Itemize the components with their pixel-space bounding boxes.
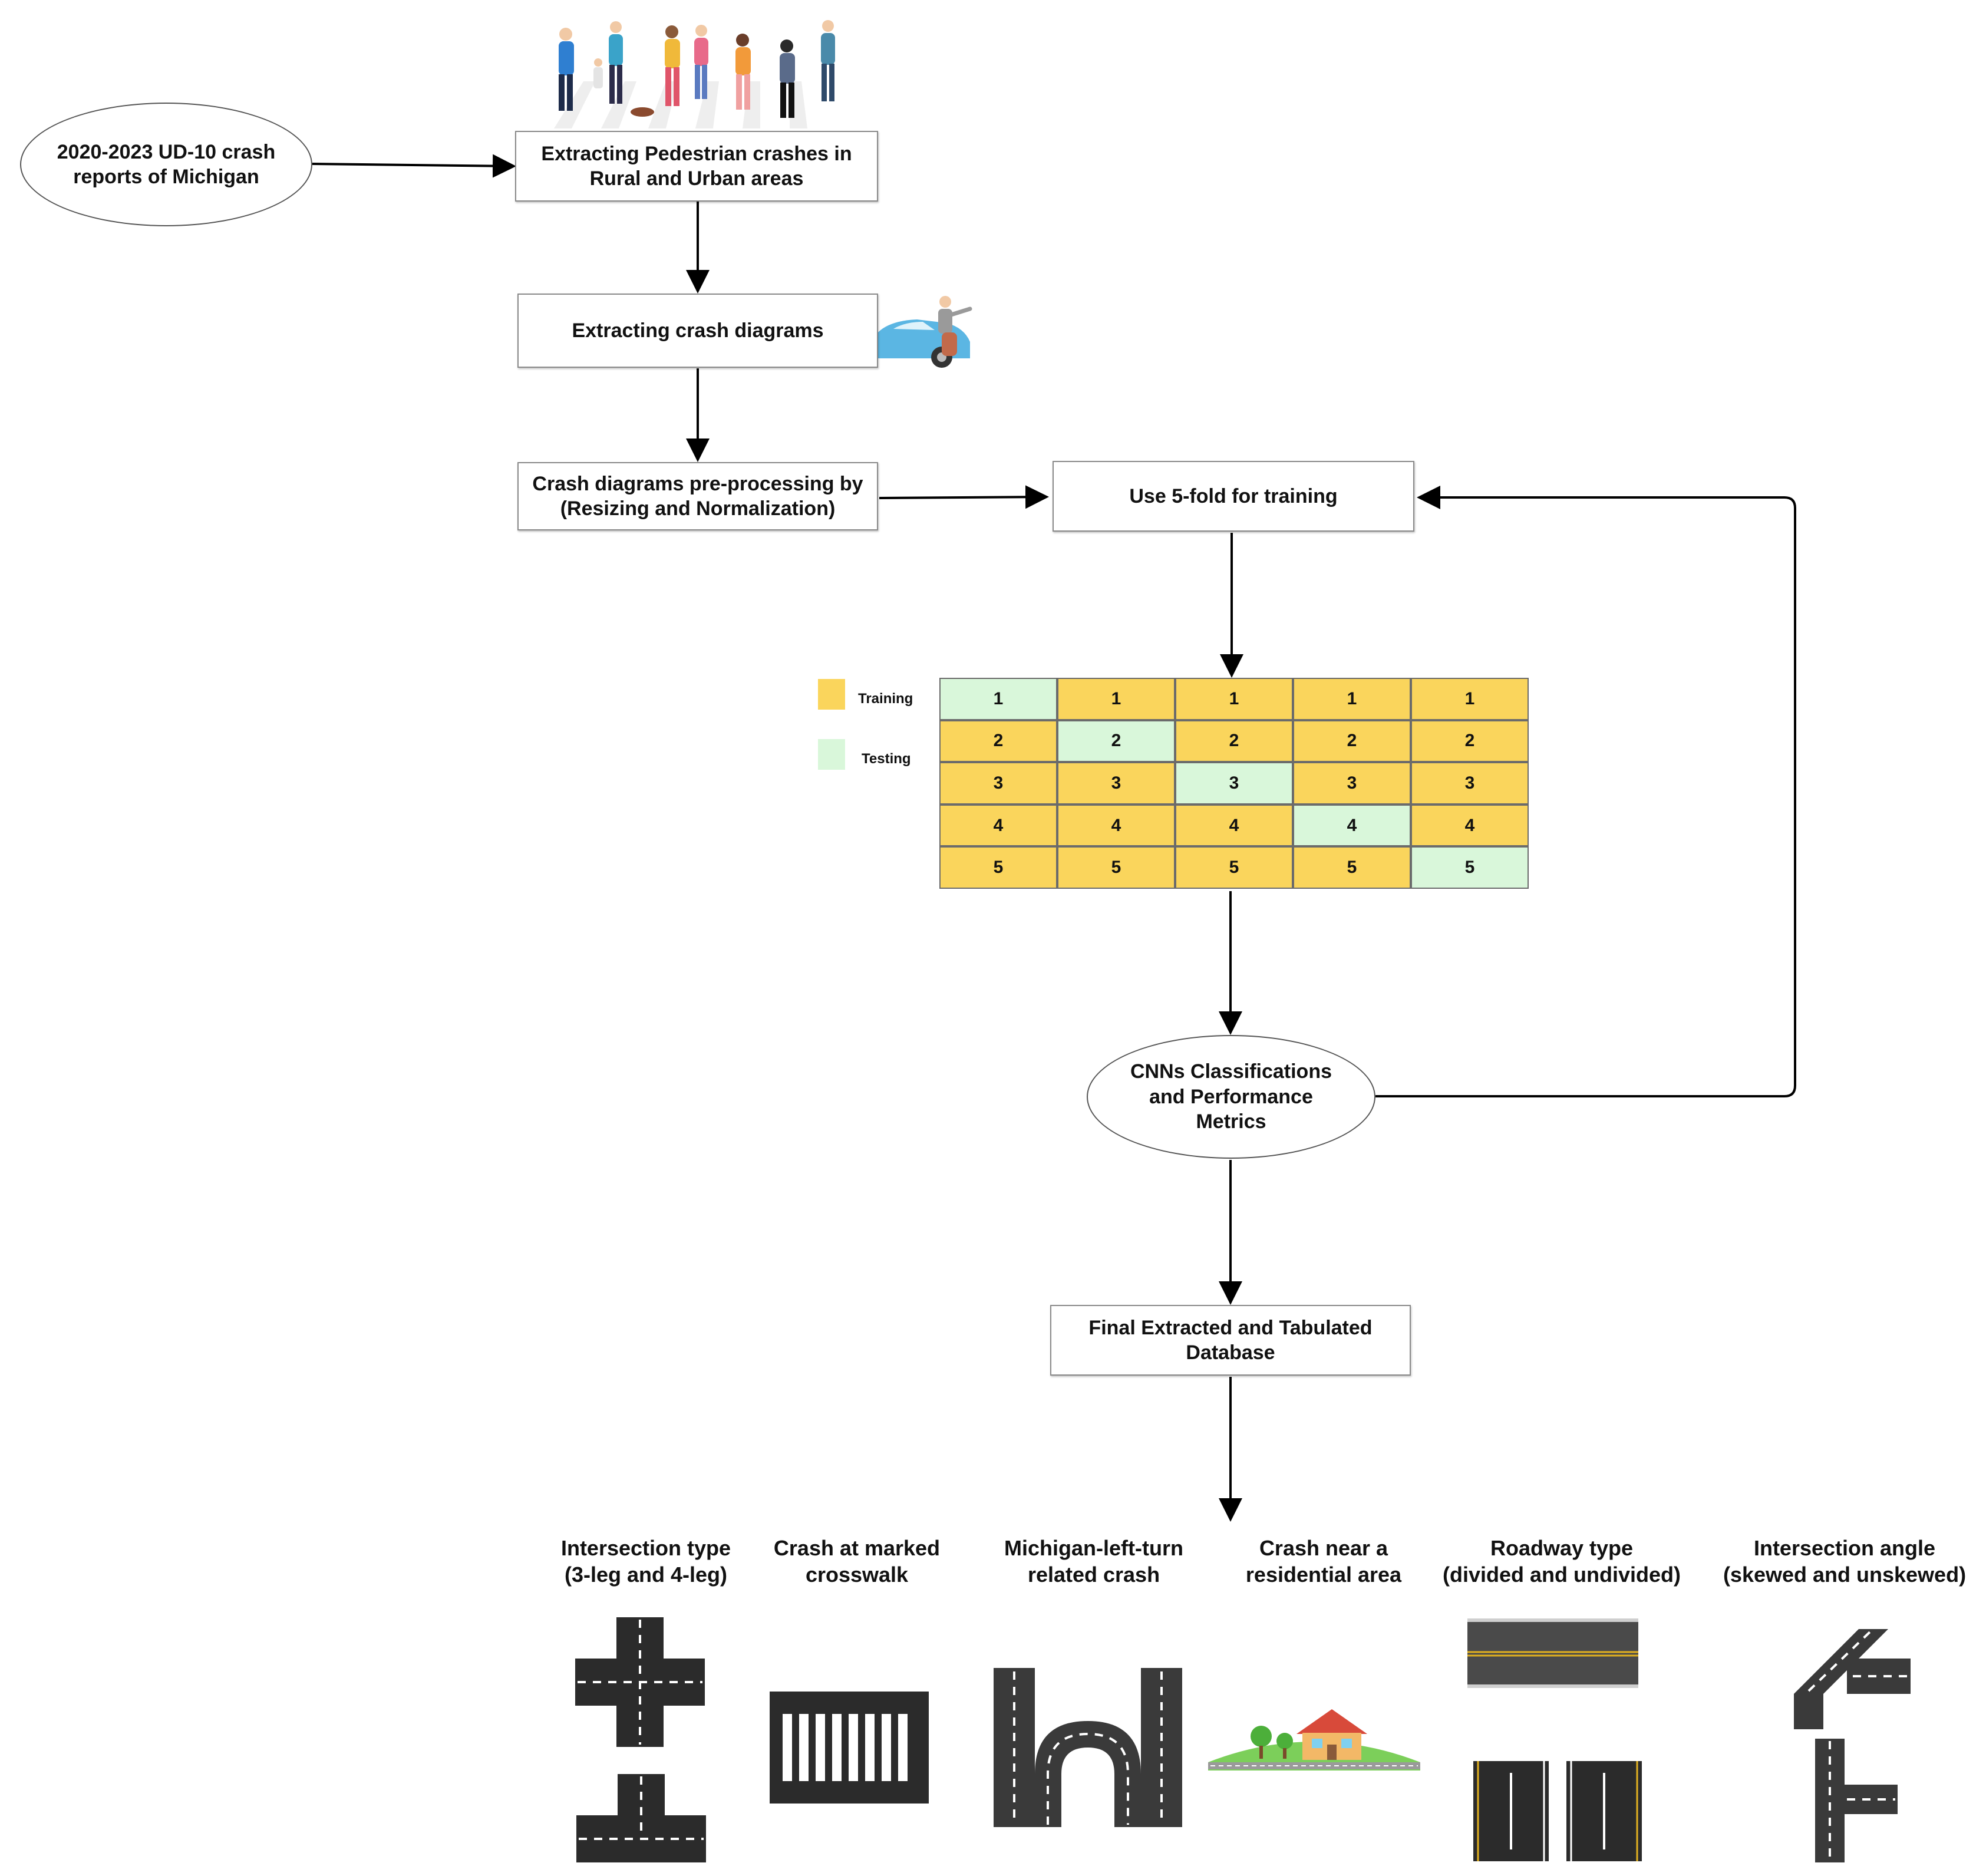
fold-cell: 4 (1293, 804, 1411, 847)
fold-cell: 5 (1057, 846, 1175, 889)
category-residential-area-line1: Crash near a (1259, 1536, 1388, 1560)
arrow-source-to-extract (312, 154, 516, 178)
fold-cell: 1 (1293, 678, 1411, 720)
crosswalk-icon (770, 1692, 929, 1804)
fold-cell: 3 (1175, 762, 1293, 805)
legend-testing-label: Testing (862, 751, 911, 767)
category-roadway-type-line2: (divided and undivided) (1443, 1562, 1681, 1587)
arrow-cnn-feedback (1375, 486, 1796, 1097)
extract-pedestrian-line1: Extracting Pedestrian crashes in (541, 142, 852, 165)
category-intersection-angle-line1: Intersection angle (1753, 1536, 1936, 1560)
category-residential-area-line2: residential area (1245, 1562, 1402, 1587)
category-michigan-left-turn-line2: related crash (1027, 1562, 1160, 1587)
kfold-box: Use 5-fold for training (1053, 461, 1414, 532)
category-roadway-type: Roadway type(divided and undivided) (1432, 1535, 1691, 1588)
fold-cell: 4 (1411, 804, 1529, 847)
fold-cell: 2 (1293, 720, 1411, 763)
category-marked-crosswalk-line1: Crash at marked (773, 1536, 941, 1560)
fold-cell: 1 (1057, 678, 1175, 720)
fold-cell: 5 (1175, 846, 1293, 889)
category-roadway-type-line1: Roadway type (1490, 1536, 1634, 1560)
fold-cell: 3 (1411, 762, 1529, 805)
legend-training-swatch (818, 679, 845, 710)
residential-area-icon (1208, 1697, 1420, 1780)
fold-cell: 3 (939, 762, 1057, 805)
fold-cell: 3 (1057, 762, 1175, 805)
source-line1: 2020-2023 UD-10 crash (57, 140, 276, 163)
cnn-line1: CNNs Classifications (1130, 1060, 1332, 1083)
extract-diagrams-label: Extracting crash diagrams (572, 319, 824, 342)
car-pedestrian-illustration (876, 294, 976, 370)
fold-cell: 2 (939, 720, 1057, 763)
category-marked-crosswalk-line2: crosswalk (805, 1562, 909, 1587)
fold-cell: 5 (939, 846, 1057, 889)
fold-cell: 4 (1057, 804, 1175, 847)
category-michigan-left-turn-line1: Michigan-left-turn (1004, 1536, 1183, 1560)
cnn-line2: and Performance (1149, 1085, 1313, 1108)
four-leg-intersection-icon (575, 1617, 705, 1747)
extract-diagrams-box: Extracting crash diagrams (517, 294, 878, 368)
cnn-line3: Metrics (1196, 1110, 1266, 1133)
source-line2: reports of Michigan (73, 166, 259, 188)
fold-cell: 1 (1411, 678, 1529, 720)
unskewed-intersection-icon (1815, 1739, 1898, 1862)
source-ellipse: 2020-2023 UD-10 crash reports of Michigan (20, 103, 312, 226)
category-intersection-type: Intersection type(3-leg and 4-leg) (546, 1535, 746, 1588)
category-intersection-angle-line2: (skewed and unskewed) (1723, 1562, 1967, 1587)
category-intersection-type-line1: Intersection type (560, 1536, 731, 1560)
final-line2: Database (1186, 1341, 1275, 1364)
category-intersection-angle: Intersection angle(skewed and unskewed) (1709, 1535, 1980, 1588)
michigan-left-turn-icon (994, 1668, 1182, 1827)
kfold-label: Use 5-fold for training (1129, 484, 1338, 507)
divided-road-icon (1473, 1761, 1642, 1861)
three-leg-intersection-icon (576, 1774, 706, 1862)
preprocess-line1: Crash diagrams pre-processing by (532, 472, 863, 495)
preprocess-line2: (Resizing and Normalization) (560, 497, 836, 520)
fold-cell: 2 (1411, 720, 1529, 763)
extract-pedestrian-line2: Rural and Urban areas (589, 167, 804, 190)
arrow-preprocess-to-kfold (879, 485, 1049, 509)
preprocess-box: Crash diagrams pre-processing by(Resizin… (517, 462, 878, 530)
fold-cell: 4 (1175, 804, 1293, 847)
fold-cell: 1 (939, 678, 1057, 720)
category-intersection-type-line2: (3-leg and 4-leg) (564, 1562, 728, 1587)
legend-training-label: Training (858, 691, 913, 707)
fold-cell: 2 (1057, 720, 1175, 763)
legend-testing-swatch (818, 739, 845, 770)
undivided-road-icon (1467, 1618, 1638, 1688)
fold-cell: 1 (1175, 678, 1293, 720)
fold-cell: 5 (1411, 846, 1529, 889)
fold-cell: 3 (1293, 762, 1411, 805)
pedestrians-illustration (530, 17, 860, 134)
final-line1: Final Extracted and Tabulated (1088, 1316, 1373, 1339)
skewed-intersection-icon (1794, 1617, 1912, 1729)
fold-cell: 5 (1293, 846, 1411, 889)
fold-cell: 4 (939, 804, 1057, 847)
fold-cell: 2 (1175, 720, 1293, 763)
